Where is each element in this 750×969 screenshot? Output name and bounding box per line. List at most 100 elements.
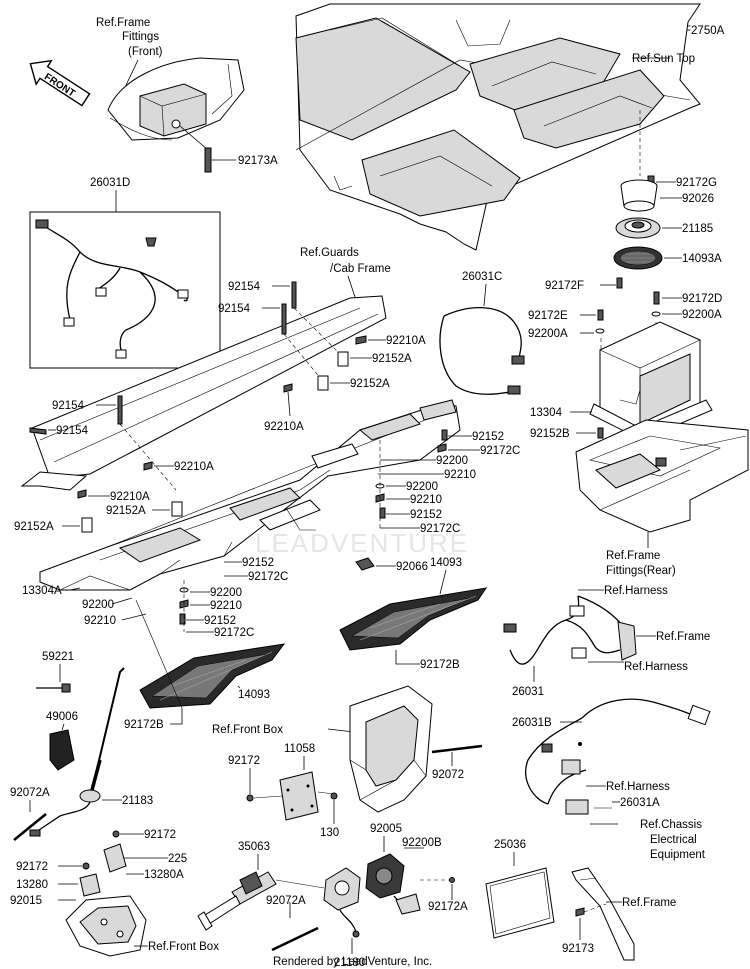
- sticker-25036-icon: [485, 867, 555, 939]
- antenna-21183-illustration: [29, 667, 125, 837]
- part-label-92210A-b: 92210A: [264, 421, 304, 433]
- part-label-92015: 92015: [10, 895, 42, 907]
- part-label-92172A: 92172A: [428, 901, 468, 913]
- ref-frame-fittings-rear-line2: Fittings(Rear): [606, 565, 676, 577]
- part-label-35063: 35063: [238, 841, 270, 853]
- part-label-21185: 21185: [682, 223, 713, 235]
- part-label-92152B: 92152B: [530, 428, 570, 440]
- watermark: LEADVENTURE: [255, 528, 469, 558]
- grommet-92066-icon: [355, 557, 375, 571]
- overhead-console-illustration: [39, 399, 461, 591]
- part-label-92210-a: 92210: [444, 469, 476, 481]
- bracket-11058-icon: [279, 771, 319, 821]
- part-label-92172B-b: 92172B: [124, 719, 164, 731]
- part-label-92152A-c: 92152A: [106, 505, 146, 517]
- part-label-92200-d: 92200: [210, 587, 242, 599]
- ref-frame-fittings-front-line3: (Front): [128, 46, 163, 58]
- nut-92210A-c-icon: [143, 461, 153, 471]
- part-label-92200A-a: 92200A: [528, 328, 568, 340]
- front-frame-fittings-illustration: [107, 57, 245, 173]
- part-label-25036: 25036: [494, 839, 526, 851]
- ref-harness-b: Ref.Harness: [624, 661, 688, 673]
- part-label-13304A: 13304A: [22, 585, 62, 597]
- screw-92154-d-icon: [29, 427, 47, 435]
- connector-92005-illustration: [365, 853, 421, 915]
- part-label-13280A: 13280A: [144, 869, 184, 881]
- front-arrow-icon: FRONT: [29, 59, 91, 107]
- cable-tie-92072A-b-icon: [271, 926, 319, 952]
- part-label-13280: 13280: [16, 879, 48, 891]
- harness-26031C-illustration: [439, 307, 525, 395]
- screw-92172-c-icon: [82, 862, 90, 870]
- speaker-21185-icon: [615, 217, 661, 239]
- part-label-26031: 26031: [512, 686, 544, 698]
- nut-130-icon: [330, 792, 338, 800]
- nut-92210A-b-icon: [283, 383, 293, 393]
- ref-chassis-line3: Equipment: [650, 849, 706, 861]
- part-label-92154-a: 92154: [228, 281, 261, 293]
- part-label-92210A-a: 92210A: [386, 335, 426, 347]
- part-label-92172G: 92172G: [676, 177, 717, 189]
- screw-92154-c-icon: [117, 395, 123, 425]
- bracket-35063-illustration: [197, 871, 277, 931]
- part-label-92152A-b: 92152A: [350, 378, 390, 390]
- part-label-92172-c: 92172: [16, 861, 48, 873]
- part-label-26031C: 26031C: [462, 271, 502, 283]
- part-label-21183: 21183: [122, 795, 153, 807]
- part-label-225: 225: [168, 853, 187, 865]
- part-label-92210A-d: 92210A: [110, 491, 150, 503]
- part-label-14093A: 14093A: [682, 253, 722, 265]
- part-label-92152-d: 92152: [204, 615, 236, 627]
- part-label-92026: 92026: [682, 193, 714, 205]
- part-label-13304: 13304: [530, 407, 563, 419]
- part-label-92172C-a: 92172C: [480, 445, 520, 457]
- spacer-92152B-icon: [597, 427, 604, 439]
- part-label-92210A-c: 92210A: [174, 461, 214, 473]
- part-label-92154-c: 92154: [52, 400, 85, 412]
- cab-frame-bar-illustration: [20, 295, 387, 491]
- part-label-26031B: 26031B: [512, 717, 552, 729]
- ref-chassis-line2: Electrical: [650, 834, 697, 846]
- part-label-92152-c: 92152: [242, 557, 274, 569]
- rear-frame-fittings-illustration: [575, 419, 749, 533]
- ref-guards-line2: /Cab Frame: [330, 263, 391, 275]
- nut-92172C-a-icon: [437, 443, 447, 453]
- antenna-base-49006-icon: [49, 729, 75, 771]
- part-label-92200B: 92200B: [402, 837, 442, 849]
- grille-panel-14093-b-illustration: [139, 643, 286, 709]
- harness-26031-illustration: [503, 595, 637, 665]
- part-label-92172-b: 92172: [144, 829, 176, 841]
- bracket-13280A-icon: [103, 843, 127, 873]
- screw-92172D-icon: [653, 291, 660, 305]
- part-label-92172B-a: 92172B: [420, 659, 460, 671]
- part-label-92173A: 92173A: [238, 155, 278, 167]
- ref-front-box-a: Ref.Front Box: [212, 724, 283, 736]
- part-label-92066: 92066: [396, 561, 428, 573]
- part-label-92152A-d: 92152A: [14, 521, 54, 533]
- grille-14093A-icon: [613, 246, 663, 270]
- part-label-26031A: 26031A: [620, 797, 660, 809]
- screw-92172E-icon: [597, 309, 604, 321]
- part-label-92072A-a: 92072A: [10, 787, 50, 799]
- part-label-92210-d: 92210: [210, 600, 242, 612]
- part-label-92210-c: 92210: [84, 615, 116, 627]
- spacer-92152A-b-icon: [317, 375, 329, 391]
- frame-bracket-illustration: [571, 867, 635, 961]
- ref-frame-fittings-front-line1: Ref.Frame: [96, 17, 150, 29]
- screw-92152-a-icon: [441, 429, 448, 441]
- part-label-14093-b: 14093: [238, 689, 270, 701]
- ref-guards-line1: Ref.Guards: [300, 247, 359, 259]
- part-label-92072-a: 92072: [432, 769, 464, 781]
- part-label-92173: 92173: [562, 943, 594, 955]
- part-label-92200A-b: 92200A: [682, 309, 722, 321]
- ref-frame-b: Ref.Frame: [622, 897, 676, 909]
- radio-21180-illustration: [323, 867, 361, 938]
- part-label-92005: 92005: [370, 823, 402, 835]
- part-label-92172C-c: 92172C: [248, 571, 288, 583]
- footer-credit: Rendered by LeadVenture, Inc.: [273, 956, 432, 968]
- screw-92172A-icon: [449, 877, 455, 883]
- part-label-92200-c: 92200: [82, 599, 114, 611]
- screw-92172-a-icon: [246, 794, 254, 802]
- grille-panel-14093-a-illustration: [339, 587, 488, 651]
- part-label-92172C-b: 92172C: [420, 523, 460, 535]
